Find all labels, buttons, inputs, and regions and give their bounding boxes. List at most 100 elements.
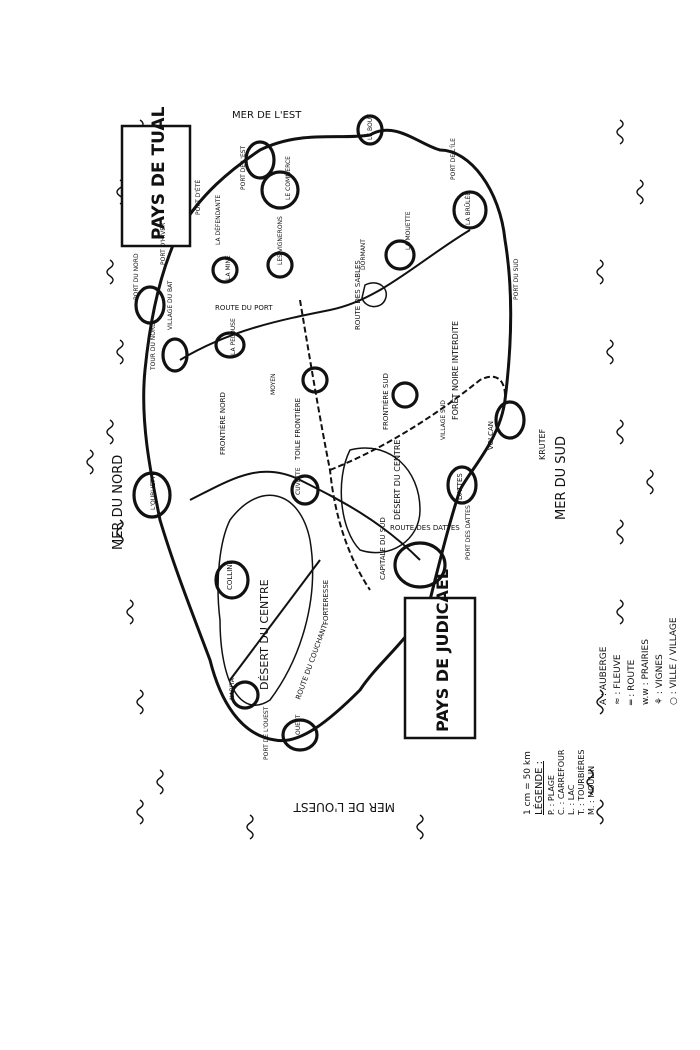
legend-item: L. : LAC xyxy=(567,784,576,815)
legend-item-symbol: A : AUBERGE xyxy=(599,646,609,705)
wave-mark xyxy=(586,769,594,795)
region-colline: COLLINE xyxy=(226,560,234,590)
place-port-ouest: PORT DE L'OUEST xyxy=(263,706,270,760)
road-main-2 xyxy=(189,470,421,561)
legend-item-symbol: ═ : ROUTE xyxy=(627,659,637,706)
town-circle xyxy=(266,251,294,279)
sea-waves xyxy=(86,119,654,840)
region-krutef: KRUTEF xyxy=(538,428,547,460)
town-circle xyxy=(356,114,384,146)
region-volcan: VOLCAN xyxy=(487,421,495,450)
road-main xyxy=(179,229,471,361)
place-port-sud: PORT DU SUD xyxy=(513,258,520,300)
region-desert-east: DÉSERT DU CENTRE xyxy=(391,440,402,520)
region-forteresse: FORTERESSE xyxy=(322,580,330,625)
island-outline xyxy=(142,128,513,743)
town-circle xyxy=(393,541,447,589)
wave-mark xyxy=(86,449,94,475)
place-mouette: LA MOUETTE xyxy=(405,211,412,250)
place-port-hiver: PORT D'HIVER xyxy=(160,223,167,265)
lake xyxy=(361,282,387,308)
town-circle xyxy=(244,140,276,180)
wave-mark xyxy=(616,519,624,545)
wave-mark xyxy=(106,419,114,445)
road-west xyxy=(229,559,321,681)
wave-mark xyxy=(616,419,624,445)
place-vignerons: LES VIGNERONS xyxy=(277,216,284,265)
legend-item: M. : MOULIN xyxy=(587,766,596,815)
wave-mark xyxy=(116,519,124,545)
place-cuvette: CUVETTE xyxy=(295,467,302,495)
legend-item: P. : PLAGE xyxy=(547,775,556,815)
town-circle xyxy=(281,718,319,752)
town-circle xyxy=(301,366,329,394)
place-brulee: LA BRÛLÉE xyxy=(464,192,472,225)
region-toile: TOILE FRONTIÈRE xyxy=(293,398,302,461)
town-circle xyxy=(134,285,166,325)
wave-mark xyxy=(136,689,144,715)
wave-mark xyxy=(136,799,144,825)
town-circle xyxy=(446,465,478,505)
region-route-couchant: ROUTE DU COUCHANT xyxy=(294,623,329,701)
region-foret: FORÊT NOIRE INTERDITE xyxy=(449,321,460,420)
town-circle xyxy=(452,190,488,230)
wave-mark xyxy=(596,689,604,715)
town-circle xyxy=(161,337,189,373)
region-frontiere-nord: FRONTIÈRE NORD xyxy=(218,392,227,455)
wave-mark xyxy=(596,259,604,285)
place-port-ete: PORT D'ÉTÉ xyxy=(194,180,202,215)
region-route-sables: ROUTE DES SABLES xyxy=(354,260,362,330)
wave-mark xyxy=(646,469,654,495)
wave-mark xyxy=(606,339,614,365)
legend-item: T. : TOURBIÈRES xyxy=(575,750,586,816)
place-narita: NARITA xyxy=(229,677,236,700)
town-circle xyxy=(132,471,172,519)
place-port-dattes: PORT DES DATTES xyxy=(465,505,472,560)
place-ouest: OUEST xyxy=(295,714,302,735)
town-circle xyxy=(214,331,246,359)
desert-east-area xyxy=(340,447,421,554)
place-bout: LE BOUT xyxy=(367,114,374,140)
place-capitale-sud: CAPITALE DU SUD xyxy=(379,517,387,580)
region-route-port: ROUTE DU PORT xyxy=(215,304,273,312)
place-mine: LA MINE xyxy=(225,255,232,280)
wave-mark xyxy=(126,599,134,625)
region-route-dattes: ROUTE DES DATTES xyxy=(390,524,460,532)
place-port-est: PORT DE L'EST xyxy=(240,145,247,190)
country-label-tual: PAYS DE TUAL xyxy=(120,106,192,248)
wave-mark xyxy=(636,179,644,205)
town-circle xyxy=(230,680,260,710)
place-tour-nord: TOUR DU NORD xyxy=(150,322,157,371)
legend-item-symbol: w.w : PRAIRIES xyxy=(641,639,651,705)
sea-label-north: MER DU NORD xyxy=(111,455,126,550)
town-circle xyxy=(214,560,250,600)
wave-mark xyxy=(616,119,624,145)
place-dormant: DORMANT xyxy=(360,239,367,270)
legend-title: LÉGENDE : xyxy=(532,761,545,815)
legend-item: C. : CARREFOUR xyxy=(557,749,566,815)
region-frontiere-sud: FRONTIÈRE SUD xyxy=(381,373,390,430)
place-oubliette: L'OUBLIETTE xyxy=(150,472,157,510)
sea-label-east: MER DE L'EST xyxy=(232,110,302,121)
place-moyen: MOYEN xyxy=(270,373,277,395)
wave-mark xyxy=(616,599,624,625)
place-port-nord: PORT DU NORD xyxy=(133,253,140,300)
town-circle xyxy=(260,170,300,210)
region-desert-west: DÉSERT DU CENTRE xyxy=(258,579,271,690)
town-circle xyxy=(290,474,320,506)
legend-item-symbol: ⚘ : VIGNES xyxy=(655,654,665,705)
place-village-bat: VILLAGE DU BAT xyxy=(167,280,174,330)
legend-item-symbol: ○ : VILLE / VILLAGE xyxy=(669,617,679,705)
place-defendante: LA DÉFENDANTE xyxy=(214,195,222,245)
wave-mark xyxy=(156,769,164,795)
wave-mark xyxy=(416,814,424,840)
wave-mark xyxy=(596,799,604,825)
town-circle xyxy=(494,400,526,440)
legend-item-symbol: ≈ : FLEUVE xyxy=(613,654,623,705)
frontier-line-south xyxy=(329,375,506,471)
svg-text:PAYS DE JUDICAËL: PAYS DE JUDICAËL xyxy=(433,569,452,732)
town-circle xyxy=(384,239,416,271)
sea-label-west: MER DE L'OUEST xyxy=(293,800,395,814)
